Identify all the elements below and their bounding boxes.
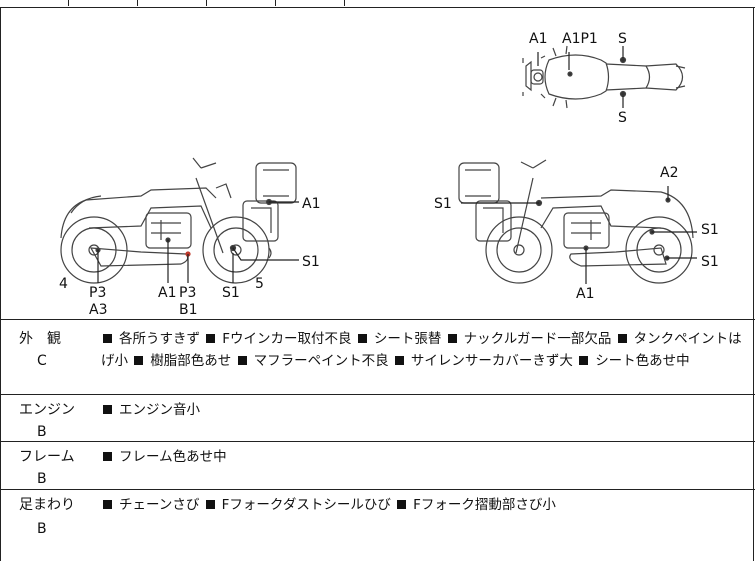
label-s1-upper: S1 xyxy=(701,222,719,238)
damage-diagram: A1 A1P1 S S A1 S1 4 P3 A3 A1 P3 B1 S1 5 … xyxy=(1,8,753,319)
label-s1-lower-right: S1 xyxy=(701,254,719,270)
bullet-square-icon xyxy=(103,405,112,414)
list-item: Fウインカー取付不良 xyxy=(204,331,352,347)
bullet-square-icon xyxy=(103,334,112,343)
section-grade: B xyxy=(37,424,47,440)
right-view-motorcycle xyxy=(458,159,697,284)
list-item: エンジン音小 xyxy=(101,402,200,418)
label-b1: B1 xyxy=(179,302,198,318)
header-cell xyxy=(137,0,207,6)
section-exterior: 外 観 C 各所うすきず Fウインカー取付不良 シート張替 ナックルガード一部欠… xyxy=(1,320,753,394)
section-grade: B xyxy=(37,521,47,537)
bullet-square-icon xyxy=(103,500,112,509)
label-4: 4 xyxy=(59,276,68,292)
top-view-motorcycle xyxy=(522,45,686,109)
label-a3: A3 xyxy=(89,302,108,318)
label-a1p1: A1P1 xyxy=(562,31,598,47)
section-category: エンジン xyxy=(19,402,75,418)
list-item: ナックルガード一部欠品 xyxy=(446,331,611,347)
section-items: チェーンさび Fフォークダストシールひび Fフォーク摺動部さび小 xyxy=(101,494,746,516)
divider xyxy=(0,7,755,8)
bullet-square-icon xyxy=(397,500,407,509)
bullet-square-icon xyxy=(617,334,627,343)
bullet-square-icon xyxy=(447,334,457,343)
section-grade: B xyxy=(37,471,47,487)
label-s1-right: S1 xyxy=(302,254,320,270)
divider xyxy=(0,319,755,320)
label-s-top: S xyxy=(618,31,627,47)
bullet-square-icon xyxy=(357,334,367,343)
section-items: エンジン音小 xyxy=(101,399,746,421)
frame-right xyxy=(753,7,754,561)
label-a1: A1 xyxy=(529,31,548,47)
items-line-2: げ小 樹脂部色あせ マフラーペイント不良 サイレンサーカバーきず大 シート色あせ… xyxy=(101,350,746,372)
list-item: Fフォーク摺動部さび小 xyxy=(395,497,556,513)
section-items: 各所うすきず Fウインカー取付不良 シート張替 ナックルガード一部欠品 タンクペ… xyxy=(101,328,746,372)
list-item: 各所うすきず xyxy=(101,331,200,347)
left-view-motorcycle xyxy=(60,157,299,284)
continued-text: げ小 xyxy=(101,353,128,369)
list-item: Fフォークダストシールひび xyxy=(204,497,391,513)
list-item: フレーム色あせ中 xyxy=(101,449,227,465)
header-cell xyxy=(275,0,345,6)
label-s1-left: S1 xyxy=(434,196,452,212)
section-category: 外 観 xyxy=(19,331,61,347)
section-category: 足まわり xyxy=(19,497,75,513)
section-grade: C xyxy=(37,353,47,369)
list-item: 樹脂部色あせ xyxy=(132,353,231,369)
label-5: 5 xyxy=(255,276,264,292)
label-p3-lower: P3 xyxy=(179,285,197,301)
motorcycle-drawings xyxy=(60,45,697,284)
bullet-square-icon xyxy=(579,356,589,365)
section-engine: エンジン B エンジン音小 xyxy=(1,395,753,441)
list-item: マフラーペイント不良 xyxy=(236,353,389,369)
bullet-square-icon xyxy=(103,452,112,461)
bullet-square-icon xyxy=(205,500,215,509)
divider xyxy=(0,441,755,442)
label-s-bottom: S xyxy=(618,110,627,126)
list-item: シート色あせ中 xyxy=(577,353,690,369)
header-row-remnant xyxy=(0,0,755,7)
list-item: シート張替 xyxy=(356,331,441,347)
bullet-square-icon xyxy=(206,334,216,343)
header-cell xyxy=(68,0,138,6)
items-line-1: 各所うすきず Fウインカー取付不良 シート張替 ナックルガード一部欠品 タンクペ… xyxy=(101,328,746,350)
list-item: サイレンサーカバーきず大 xyxy=(393,353,573,369)
list-item: タンクペイントは xyxy=(616,331,742,347)
frame-left xyxy=(0,7,1,561)
bullet-square-icon xyxy=(237,356,247,365)
label-p3: P3 xyxy=(89,285,107,301)
section-category: フレーム xyxy=(19,449,75,465)
section-items: フレーム色あせ中 xyxy=(101,446,746,468)
bullet-square-icon xyxy=(134,356,144,365)
divider xyxy=(0,394,755,395)
label-s1-lower: S1 xyxy=(222,285,240,301)
header-cell xyxy=(0,0,69,6)
label-a1-right: A1 xyxy=(576,286,595,302)
section-frame: フレーム B フレーム色あせ中 xyxy=(1,442,753,489)
list-item: チェーンさび xyxy=(101,497,199,513)
header-cell xyxy=(206,0,276,6)
label-a2: A2 xyxy=(660,165,679,181)
section-suspension: 足まわり B チェーンさび Fフォークダストシールひび Fフォーク摺動部さび小 xyxy=(1,490,753,561)
label-a1-lower: A1 xyxy=(158,285,177,301)
bullet-square-icon xyxy=(394,356,404,365)
label-a1-box: A1 xyxy=(302,196,321,212)
divider xyxy=(0,489,755,490)
